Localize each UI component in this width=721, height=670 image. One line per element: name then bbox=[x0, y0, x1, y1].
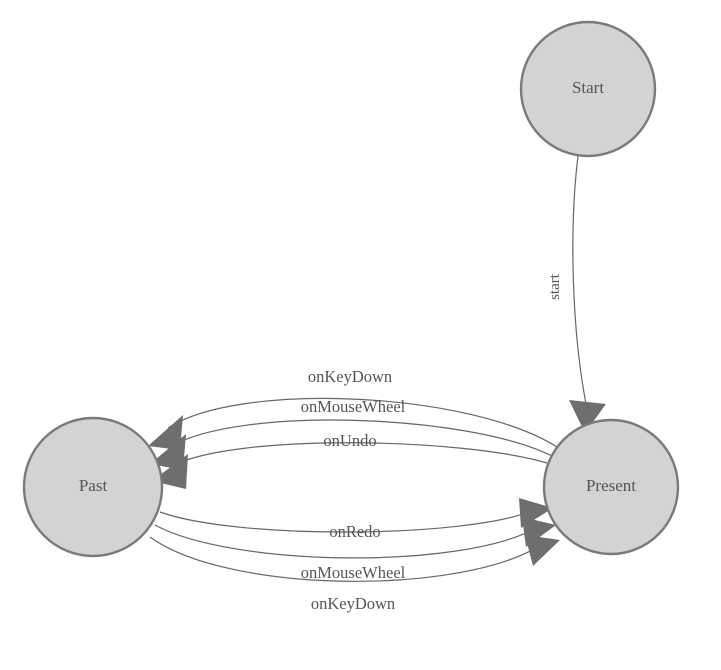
edge-past-to-present-onkeydown[interactable]: onKeyDown bbox=[149, 535, 560, 613]
edge-label-past-present-onredo: onRedo bbox=[329, 522, 380, 541]
edge-label-start: start bbox=[547, 273, 563, 300]
node-start-circle bbox=[519, 20, 657, 158]
node-present-label: Present bbox=[586, 476, 636, 495]
node-past-label: Past bbox=[79, 476, 108, 495]
edge-past-to-present-onredo-path bbox=[159, 509, 535, 533]
edge-present-to-past-onmousewheel-path bbox=[169, 419, 553, 457]
edge-label-present-past-onmousewheel: onMouseWheel bbox=[301, 397, 406, 416]
edge-present-to-past-onundo-path bbox=[171, 442, 548, 467]
edge-start-to-present[interactable]: start bbox=[547, 155, 606, 433]
edge-present-to-past-onmousewheel[interactable]: onMouseWheel bbox=[150, 397, 553, 470]
edge-label-past-present-onmousewheel: onMouseWheel bbox=[301, 563, 406, 582]
edge-label-present-past-onundo: onUndo bbox=[323, 431, 376, 450]
node-start-label: Start bbox=[572, 78, 604, 97]
node-start[interactable]: Start bbox=[519, 20, 657, 158]
node-past-circle bbox=[22, 416, 164, 558]
node-present-circle bbox=[542, 418, 680, 556]
edge-past-to-present-onkeydown-path bbox=[149, 536, 545, 582]
edge-present-to-past-onkeydown[interactable]: onKeyDown bbox=[148, 367, 558, 450]
arrowhead-present-top bbox=[569, 400, 606, 433]
edge-past-to-present-onredo[interactable]: onRedo bbox=[159, 498, 553, 541]
edge-label-past-present-onkeydown: onKeyDown bbox=[311, 594, 395, 613]
node-present[interactable]: Present bbox=[542, 418, 680, 556]
node-past[interactable]: Past bbox=[22, 416, 164, 558]
edge-present-to-past-onkeydown-path bbox=[167, 397, 558, 448]
arrowhead-present-3 bbox=[525, 535, 560, 566]
edge-past-to-present-onmousewheel-path bbox=[154, 524, 539, 559]
arrowhead-past-1 bbox=[148, 415, 183, 450]
edge-start-to-present-path bbox=[572, 155, 587, 405]
arrowhead-past-2 bbox=[150, 434, 186, 470]
edge-present-to-past-onundo[interactable]: onUndo bbox=[152, 431, 548, 489]
edge-label-present-past-onkeydown: onKeyDown bbox=[308, 367, 392, 386]
